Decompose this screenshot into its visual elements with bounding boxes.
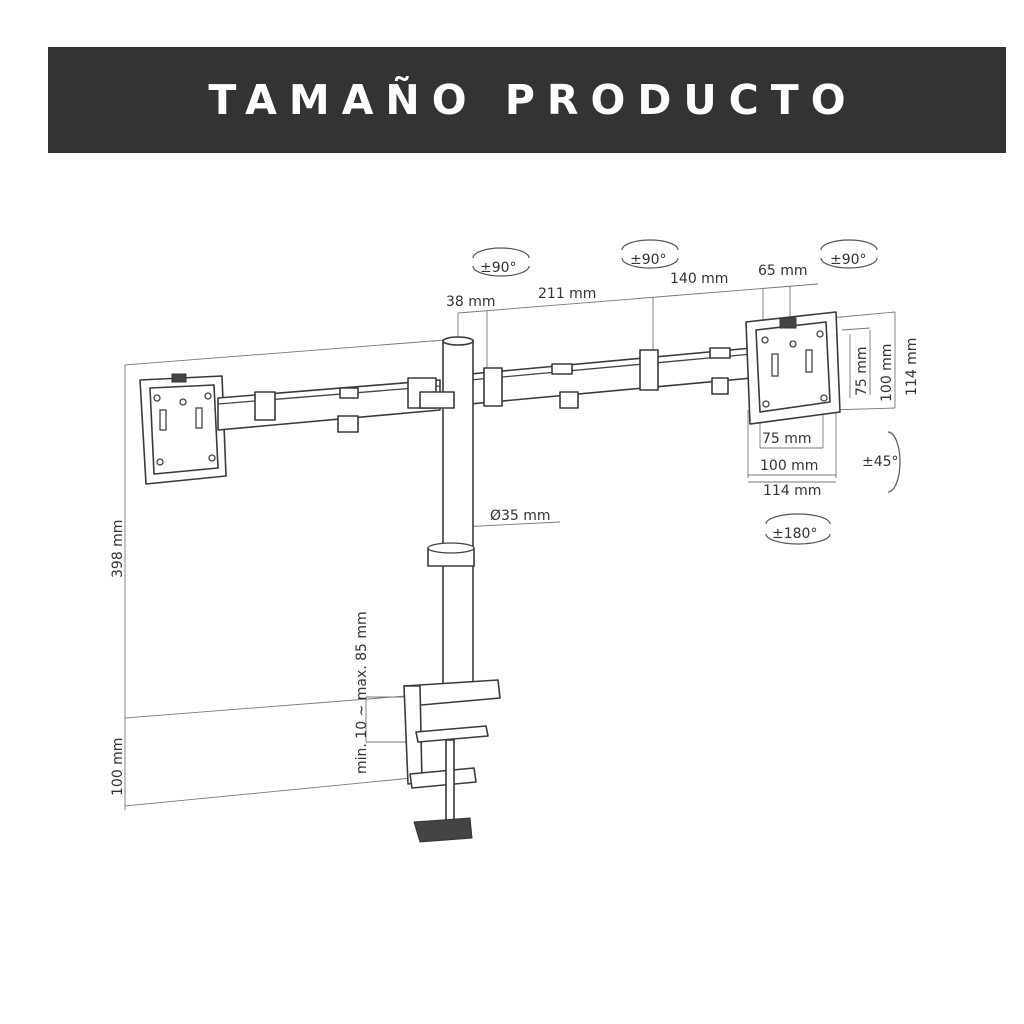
- vesa-horizontal-100-label: 100 mm: [760, 458, 818, 474]
- rotate-label: ±180°: [772, 526, 817, 542]
- total-height-label: 398 mm: [110, 520, 126, 578]
- pole-diameter-label: Ø35 mm: [490, 508, 551, 524]
- tilt-label: ±45°: [862, 454, 899, 470]
- title-banner: TAMAÑO PRODUCTO: [48, 47, 1006, 153]
- left-arm: [217, 377, 441, 433]
- right-vesa-plate: [745, 311, 841, 425]
- clamp-height-label: 100 mm: [110, 738, 126, 796]
- vesa-vertical-114-label: 114 mm: [904, 338, 920, 396]
- left-vesa-plate: [139, 373, 227, 485]
- arm-segment-3-label: 140 mm: [670, 271, 728, 287]
- rotation-joint-2-label: ±90°: [630, 252, 667, 268]
- dimension-lines: [124, 283, 896, 810]
- vesa-horizontal-114-label: 114 mm: [763, 483, 821, 499]
- desk-thickness-label: min. 10 ~ max. 85 mm: [354, 611, 370, 774]
- pole: [419, 336, 475, 693]
- arm-segment-2-label: 211 mm: [538, 286, 596, 302]
- vesa-horizontal-75-label: 75 mm: [762, 431, 812, 447]
- desk-clamp: [403, 679, 501, 843]
- vesa-vertical-75-label: 75 mm: [854, 346, 870, 396]
- arm-segment-4-label: 65 mm: [758, 263, 808, 279]
- vesa-vertical-100-label: 100 mm: [879, 344, 895, 402]
- banner-title: TAMAÑO PRODUCTO: [208, 76, 858, 124]
- right-arm: [469, 347, 753, 409]
- labels: 38 mm 211 mm 140 mm 65 mm ±90° ±90° ±90°…: [110, 252, 920, 796]
- arm-segment-1-label: 38 mm: [446, 294, 496, 310]
- rotation-joint-1-label: ±90°: [480, 260, 517, 276]
- rotation-indicators: [472, 239, 901, 545]
- rotation-joint-3-label: ±90°: [830, 252, 867, 268]
